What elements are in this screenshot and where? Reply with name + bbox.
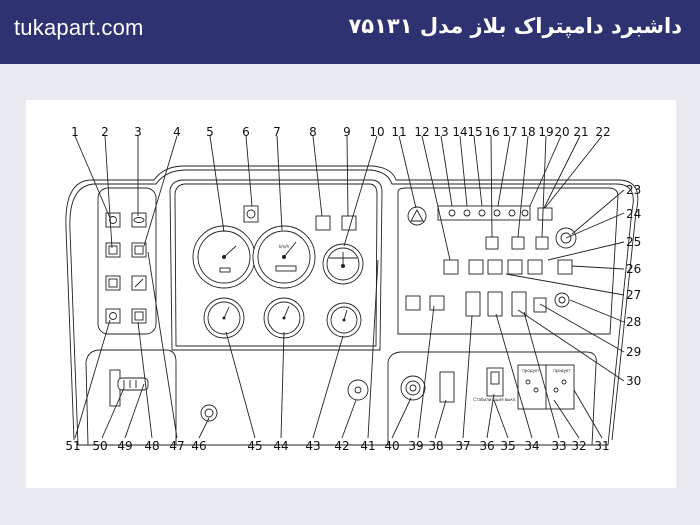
page-title: داشبرد دامپتراک بلاز مدل ۷۵۱۳۱ xyxy=(348,14,682,38)
callout-8: 8 xyxy=(309,125,317,139)
box-label-left: продукт xyxy=(522,368,540,373)
callout-47: 47 xyxy=(169,439,184,453)
speedometer-gauge xyxy=(192,225,256,289)
left-switch-block xyxy=(97,187,157,335)
indicator-lamp xyxy=(315,215,331,231)
callout-17: 17 xyxy=(502,125,517,139)
right-round-button xyxy=(554,292,570,308)
indicator-strip xyxy=(437,205,531,221)
callout-9: 9 xyxy=(343,125,351,139)
dashboard-diagram: km/h xyxy=(65,125,641,453)
callout-26: 26 xyxy=(626,262,641,276)
callout-24: 24 xyxy=(626,207,641,221)
indicator-lamp xyxy=(511,236,525,250)
callout-41: 41 xyxy=(360,439,375,453)
callout-36: 36 xyxy=(479,439,494,453)
tacho-unit-label: km/h xyxy=(279,244,290,249)
tachometer-gauge: km/h xyxy=(252,225,316,289)
callout-28: 28 xyxy=(626,315,641,329)
callout-39: 39 xyxy=(408,439,423,453)
hazard-button xyxy=(407,206,427,226)
indicator-lamp xyxy=(485,236,499,250)
header-bar: tukapart.com داشبرد دامپتراک بلاز مدل ۷۵… xyxy=(0,0,700,64)
oil-pressure-gauge xyxy=(203,297,245,339)
indicator-lamp xyxy=(537,207,553,221)
callout-6: 6 xyxy=(242,125,250,139)
indicator-lamp xyxy=(535,236,549,250)
box-label-right: продукт xyxy=(553,368,571,373)
right-switch-block xyxy=(397,187,619,335)
lower-left-knob xyxy=(200,404,218,422)
switch-label-box: продукт продукт xyxy=(517,364,575,410)
callout-38: 38 xyxy=(428,439,443,453)
callout-16: 16 xyxy=(484,125,499,139)
callout-2: 2 xyxy=(101,125,109,139)
callout-30: 30 xyxy=(626,374,641,388)
lighter-socket xyxy=(400,375,426,401)
callout-45: 45 xyxy=(247,439,262,453)
callout-12: 12 xyxy=(414,125,429,139)
callouts-top: 1 2 3 4 5 6 7 8 9 10 11 12 13 14 15 16 1… xyxy=(71,125,610,139)
callout-29: 29 xyxy=(626,345,641,359)
callouts-right: 23 24 25 26 27 28 29 30 xyxy=(626,183,641,388)
diagram-panel: km/h xyxy=(26,100,676,488)
callout-20: 20 xyxy=(554,125,569,139)
rocker-switch-pair xyxy=(439,371,455,403)
callout-33: 33 xyxy=(551,439,566,453)
right-rocker-switches xyxy=(405,259,573,317)
stabilizer-label: Стабилизация выкл. xyxy=(473,397,516,402)
callout-4: 4 xyxy=(173,125,181,139)
callout-15: 15 xyxy=(467,125,482,139)
callout-51: 51 xyxy=(65,439,80,453)
site-name[interactable]: tukapart.com xyxy=(14,15,144,40)
gauge-cluster-housing xyxy=(169,179,383,351)
fuel-gauge xyxy=(326,302,362,338)
callout-3: 3 xyxy=(134,125,142,139)
warning-lamp xyxy=(243,205,259,223)
throttle-lever xyxy=(109,369,149,407)
center-round-button xyxy=(347,379,369,401)
callout-1: 1 xyxy=(71,125,79,139)
callout-43: 43 xyxy=(305,439,320,453)
callout-23: 23 xyxy=(626,183,641,197)
callout-21: 21 xyxy=(573,125,588,139)
callout-37: 37 xyxy=(455,439,470,453)
callout-19: 19 xyxy=(538,125,553,139)
callout-40: 40 xyxy=(384,439,399,453)
callout-44: 44 xyxy=(273,439,288,453)
callout-35: 35 xyxy=(500,439,515,453)
ammeter-gauge xyxy=(322,243,364,285)
callout-42: 42 xyxy=(334,439,349,453)
callout-31: 31 xyxy=(594,439,609,453)
callout-22: 22 xyxy=(595,125,610,139)
callout-10: 10 xyxy=(369,125,384,139)
leader-lines xyxy=(74,135,625,439)
callout-18: 18 xyxy=(520,125,535,139)
stabilizer-switch: Стабилизация выкл. xyxy=(473,367,517,402)
callout-50: 50 xyxy=(92,439,107,453)
callout-7: 7 xyxy=(273,125,281,139)
callout-34: 34 xyxy=(524,439,539,453)
callout-14: 14 xyxy=(452,125,467,139)
callout-13: 13 xyxy=(433,125,448,139)
callouts-bottom: 51 50 49 48 47 46 45 44 43 42 41 40 39 3… xyxy=(65,439,609,453)
callout-46: 46 xyxy=(191,439,206,453)
callout-32: 32 xyxy=(571,439,586,453)
callout-48: 48 xyxy=(144,439,159,453)
callout-5: 5 xyxy=(206,125,214,139)
callout-11: 11 xyxy=(391,125,406,139)
callout-25: 25 xyxy=(626,235,641,249)
callout-49: 49 xyxy=(117,439,132,453)
callout-27: 27 xyxy=(626,288,641,302)
left-switches xyxy=(105,212,147,324)
